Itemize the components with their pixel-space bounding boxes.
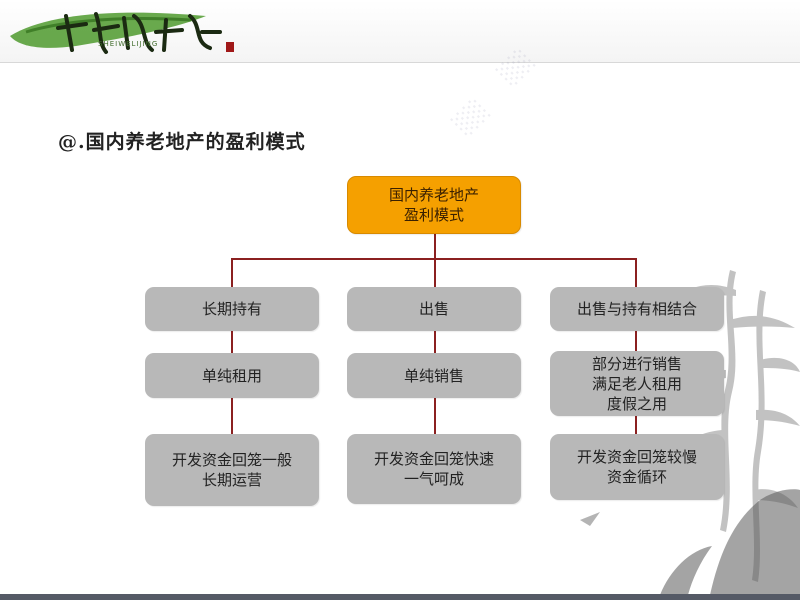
slide-title: @.国内养老地产的盈利模式 <box>58 131 306 153</box>
watermark: ░░ <box>451 96 493 139</box>
connector-root-down <box>434 234 436 260</box>
node-pure-sale: 单纯销售 <box>347 353 521 398</box>
connector-center-down <box>434 258 436 288</box>
connector-center-l2-l3 <box>434 398 436 434</box>
node-capital-return-slow: 开发资金回笼较慢 资金循环 <box>550 434 724 500</box>
bottom-strip <box>0 594 800 600</box>
node-long-term-hold: 长期持有 <box>145 287 319 331</box>
node-sale: 出售 <box>347 287 521 331</box>
connector-right-l1-l2 <box>635 331 637 353</box>
connector-left-down <box>231 258 233 288</box>
node-sale-and-hold: 出售与持有相结合 <box>550 287 724 331</box>
node-capital-return-normal: 开发资金回笼一般 长期运营 <box>145 434 319 506</box>
logo-subtext: SHEIWELIJING <box>98 40 159 48</box>
brand-logo <box>10 12 234 54</box>
node-partial-sale-rental: 部分进行销售 满足老人租用 度假之用 <box>550 351 724 416</box>
root-node: 国内养老地产 盈利模式 <box>347 176 521 234</box>
connector-right-down <box>635 258 637 288</box>
logo-bar: SHEIWELIJING <box>0 0 800 63</box>
connector-left-l1-l2 <box>231 331 233 353</box>
connector-center-l1-l2 <box>434 331 436 353</box>
node-capital-return-fast: 开发资金回笼快速 一气呵成 <box>347 434 521 504</box>
connector-left-l2-l3 <box>231 398 233 434</box>
connector-right-l2-l3 <box>635 416 637 434</box>
node-pure-rental: 单纯租用 <box>145 353 319 398</box>
